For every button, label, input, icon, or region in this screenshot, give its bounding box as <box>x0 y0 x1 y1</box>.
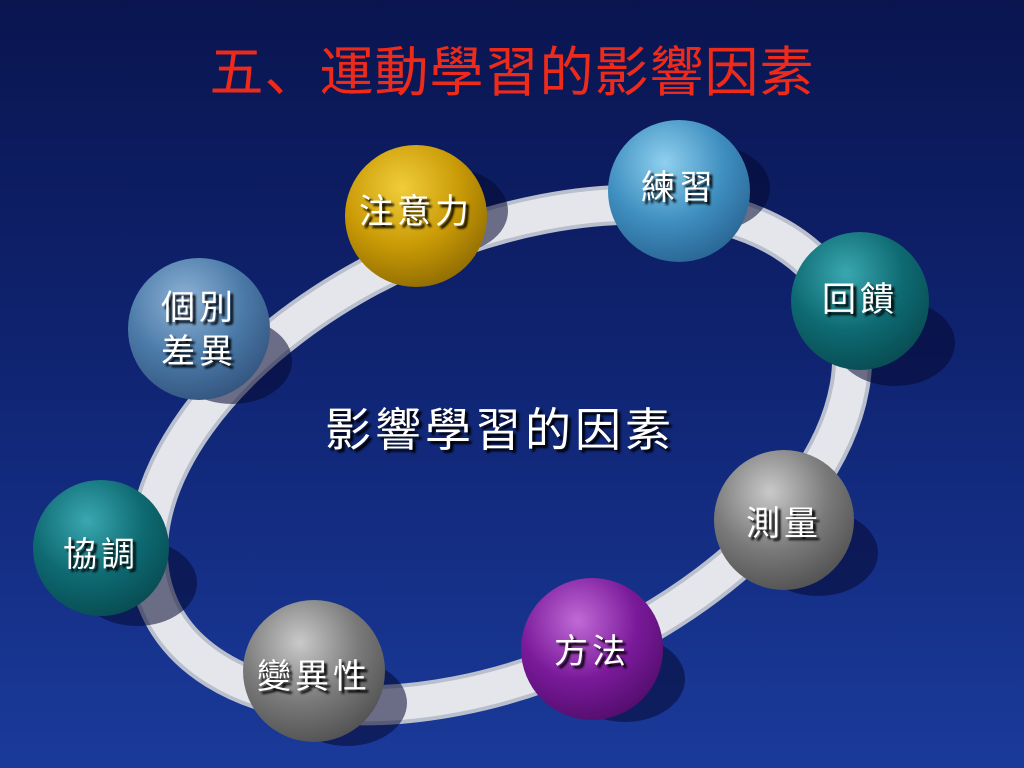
center-label: 影響學習的因素 <box>325 403 675 457</box>
node-method-label: 方法 <box>554 632 630 672</box>
node-practice <box>608 120 750 262</box>
node-feedback <box>791 232 929 370</box>
node-coordination-label: 協調 <box>63 535 139 575</box>
node-feedback-label: 回饋 <box>822 280 898 320</box>
node-measurement <box>714 450 854 590</box>
node-individual-differences-label: 個別 差異 <box>128 286 270 374</box>
node-individual-differences-line1: 個別 <box>161 288 237 328</box>
node-individual-differences <box>128 258 270 400</box>
node-attention <box>345 145 487 287</box>
node-attention-label: 注意力 <box>359 192 473 232</box>
node-method <box>521 578 663 720</box>
node-variability-label: 變異性 <box>257 657 371 697</box>
node-measurement-label: 測量 <box>746 504 822 544</box>
node-coordination <box>33 480 169 616</box>
node-individual-differences-line2: 差異 <box>161 332 237 372</box>
node-practice-label: 練習 <box>641 168 717 208</box>
slide-title: 五、運動學習的影響因素 <box>209 41 815 104</box>
node-variability <box>243 600 385 742</box>
